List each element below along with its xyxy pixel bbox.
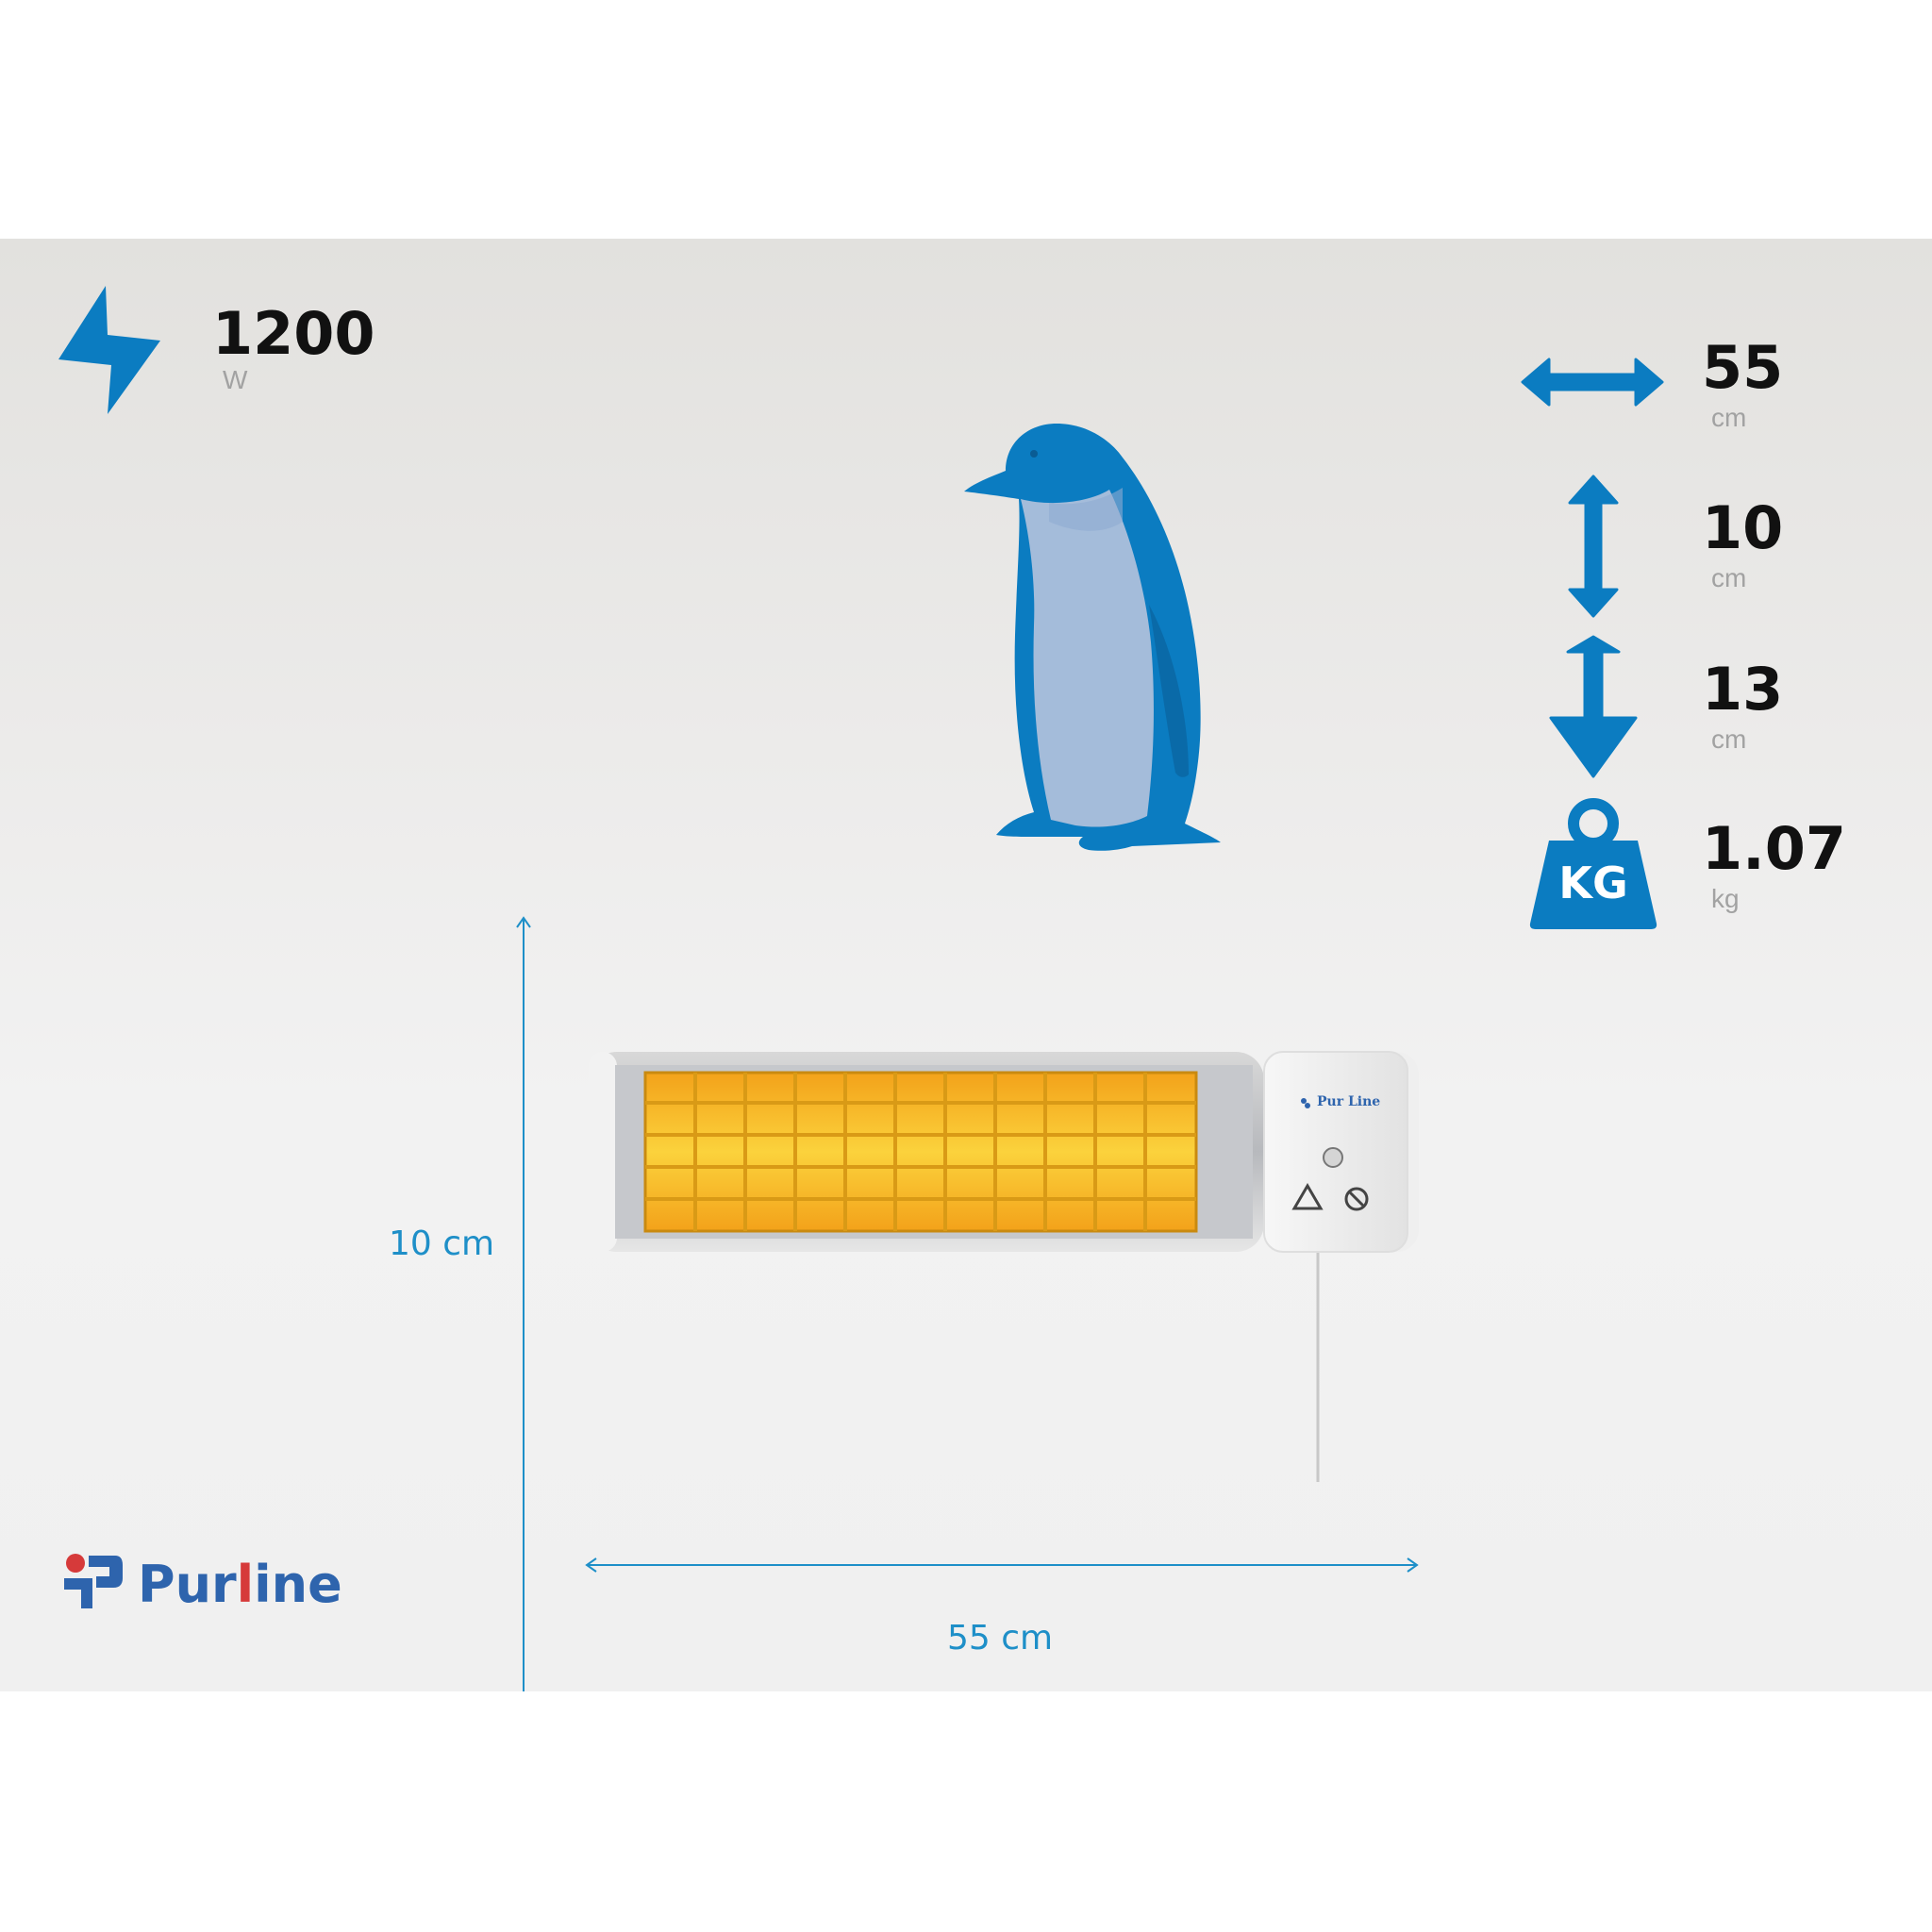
width-arrow-icon bbox=[1521, 358, 1664, 407]
depth-arrow-icon bbox=[1549, 635, 1638, 778]
spec-height-value: 10 bbox=[1702, 493, 1784, 562]
height-dimension-line bbox=[516, 916, 531, 1691]
power-value: 1200 bbox=[212, 299, 375, 368]
quartz-heater: Pur Line bbox=[585, 1048, 1423, 1491]
weight-icon-label: KG bbox=[1558, 858, 1628, 908]
spec-weight-unit: kg bbox=[1711, 884, 1740, 913]
width-dimension-line bbox=[585, 1557, 1419, 1573]
lightning-bolt-icon bbox=[58, 286, 160, 414]
power-unit: W bbox=[223, 365, 248, 394]
spec-depth-value: 13 bbox=[1702, 655, 1784, 724]
heater-panel-brand: Pur Line bbox=[1317, 1094, 1381, 1109]
spec-depth-unit: cm bbox=[1711, 724, 1747, 754]
brand-name-start: Pur bbox=[138, 1555, 237, 1614]
brand-name-end: ine bbox=[254, 1555, 342, 1614]
height-arrow-icon bbox=[1568, 475, 1619, 618]
weight-icon: KG bbox=[1528, 797, 1658, 931]
spec-width-value: 55 bbox=[1702, 333, 1784, 402]
purline-logo bbox=[62, 1552, 125, 1610]
spec-weight-value: 1.07 bbox=[1702, 814, 1846, 883]
purline-logo-mark bbox=[64, 1554, 123, 1608]
spec-height-unit: cm bbox=[1711, 563, 1747, 592]
width-dimension-label: 55 cm bbox=[947, 1619, 1054, 1657]
penguin-icon bbox=[964, 424, 1221, 851]
brand-name-highlight: l bbox=[236, 1555, 255, 1614]
spec-width-unit: cm bbox=[1711, 403, 1747, 432]
content-panel: 1200 W 55 cm 10 cm 13 cm KG 1.07 kg 10 c… bbox=[0, 239, 1932, 1691]
purline-wordmark: Purline bbox=[138, 1559, 342, 1610]
height-dimension-label: 10 cm bbox=[389, 1224, 495, 1263]
